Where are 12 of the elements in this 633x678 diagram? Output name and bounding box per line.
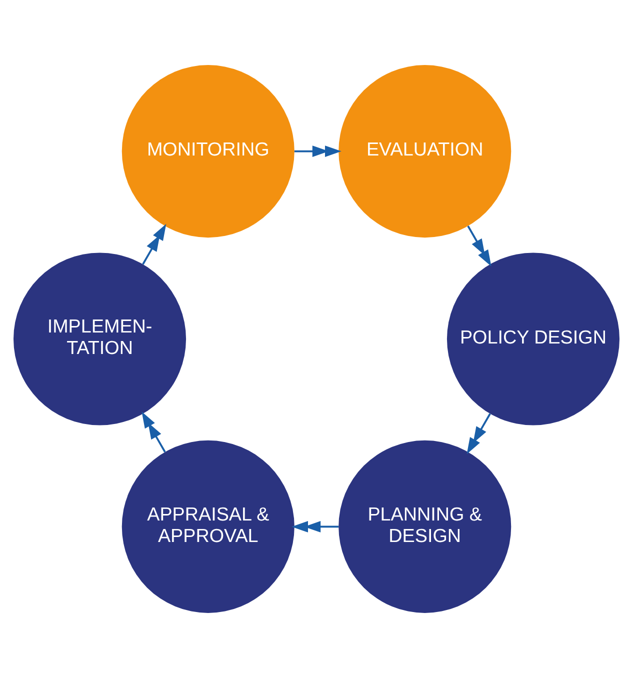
arrow [292, 520, 339, 532]
node-circle: PLANNING & DESIGN [338, 440, 512, 613]
node-circle: MONITORING [122, 65, 294, 238]
arrow [466, 413, 491, 454]
node-circle: EVALUATION [338, 65, 512, 238]
arrow [294, 146, 342, 158]
node-circle: APPRAISAL & APPROVAL [122, 440, 294, 613]
node-circle: POLICY DESIGN [446, 252, 620, 426]
arrow [142, 224, 166, 265]
node-circle: IMPLEMEN- TATION [14, 252, 186, 426]
arrow [142, 412, 166, 452]
arrow [467, 226, 492, 266]
